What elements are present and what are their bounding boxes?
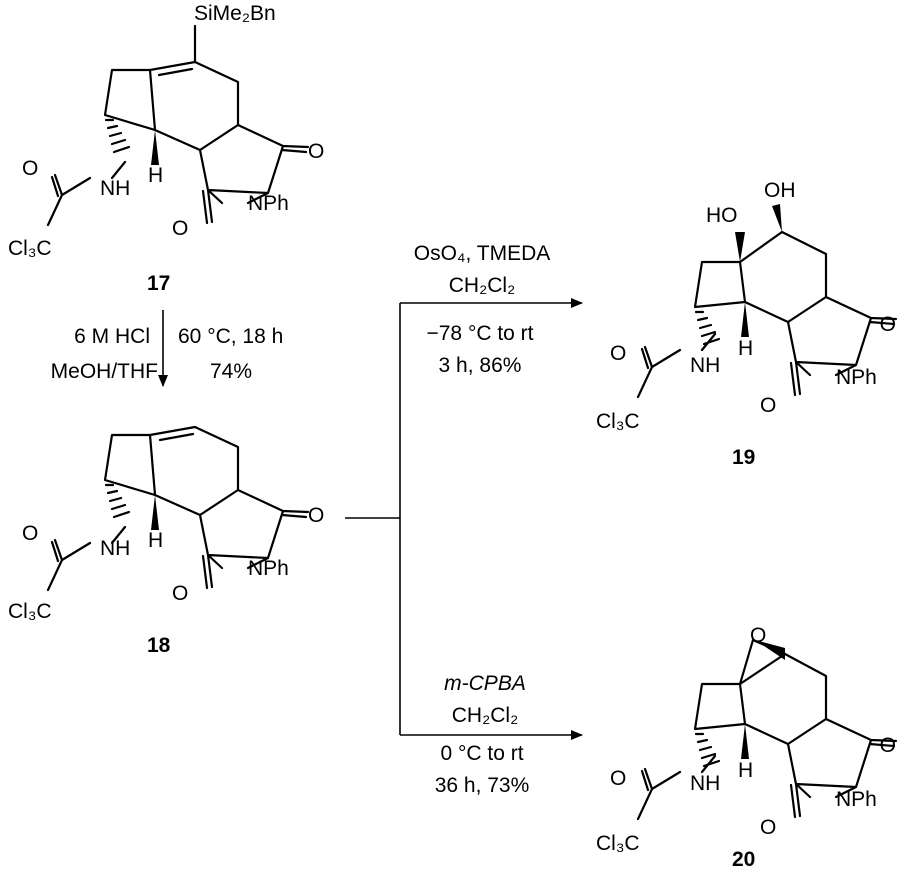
stereo-hash-19: [694, 310, 721, 346]
step1-condition-line2: 74%: [210, 360, 252, 383]
compound-19: HO OH NH H O Cl₃C O O NPh 19: [596, 179, 898, 469]
nh-label-20: NH: [690, 772, 720, 795]
nph-label-19: NPh: [836, 366, 877, 389]
structure-19-bonds: [636, 230, 898, 399]
structure-17-bonds: [46, 24, 310, 227]
stereo-hash-20: [694, 732, 721, 768]
amide-oxygen-label-19: O: [610, 342, 626, 365]
imide-oxygen-top-18: O: [308, 504, 324, 527]
nph-label-17: NPh: [248, 192, 289, 215]
nh-label-19: NH: [690, 354, 720, 377]
epoxide-oxygen-label: O: [750, 624, 766, 647]
compound-20: O NH H O Cl₃C O O NPh 20: [596, 624, 898, 871]
stereo-wedge-20-h: [741, 724, 749, 759]
h-label-17: H: [148, 164, 163, 187]
nph-label-20: NPh: [836, 788, 877, 811]
compound-number-20: 20: [732, 848, 755, 871]
structure-18-bonds: [46, 425, 310, 592]
compound-number-17: 17: [147, 272, 170, 295]
reaction-conditions-step3: m-CPBA CH₂Cl₂ 0 °C to rt 36 h, 73%: [435, 672, 530, 797]
stereo-wedge-20-epoxide: [755, 640, 785, 660]
trichloromethyl-label-18: Cl₃C: [8, 600, 52, 623]
step1-reagent-line1: 6 M HCl: [74, 325, 150, 348]
step2-condition-line2: 3 h, 86%: [439, 354, 522, 377]
imide-oxygen-top-17: O: [308, 140, 324, 163]
step1-condition-line1: 60 °C, 18 h: [178, 325, 283, 348]
step1-reagent-line2: MeOH/THF: [51, 360, 158, 383]
stereo-hash-17: [104, 118, 131, 154]
amide-oxygen-label-20: O: [610, 767, 626, 790]
imide-oxygen-bottom-20: O: [760, 816, 776, 839]
trichloromethyl-label-19: Cl₃C: [596, 410, 640, 433]
imide-oxygen-bottom-19: O: [760, 394, 776, 417]
step3-reagent-line1: m-CPBA: [444, 672, 526, 695]
compound-18: NH H O Cl₃C O O NPh 18: [8, 425, 324, 657]
step2-condition-line1: −78 °C to rt: [426, 322, 533, 345]
imide-oxygen-top-20: O: [880, 734, 896, 757]
oh-label: OH: [764, 179, 796, 202]
reaction-arrow-step1: 6 M HCl MeOH/THF 60 °C, 18 h 74%: [51, 310, 283, 387]
step3-condition-line2: 36 h, 73%: [435, 774, 530, 797]
stereo-wedge-19-h: [741, 302, 749, 337]
imide-oxygen-bottom-17: O: [172, 217, 188, 240]
nph-label-18: NPh: [248, 557, 289, 580]
nh-label-17: NH: [100, 177, 130, 200]
branched-arrows: [345, 298, 583, 740]
imide-oxygen-top-19: O: [880, 313, 896, 336]
stereo-wedge-19-ho: [735, 232, 745, 262]
nh-label-18: NH: [100, 537, 130, 560]
compound-number-19: 19: [732, 446, 755, 469]
stereo-wedge-19-oh: [772, 204, 782, 232]
h-label-18: H: [148, 529, 163, 552]
trichloromethyl-label-20: Cl₃C: [596, 832, 640, 855]
h-label-19: H: [738, 337, 753, 360]
ho-label: HO: [706, 204, 738, 227]
reaction-conditions-step2: OsO₄, TMEDA CH₂Cl₂ −78 °C to rt 3 h, 86%: [414, 242, 551, 377]
silyl-label: SiMe₂Bn: [194, 2, 276, 25]
step2-reagent-line1: OsO₄, TMEDA: [414, 242, 551, 265]
stereo-hash-18: [104, 483, 131, 519]
imide-oxygen-bottom-18: O: [172, 582, 188, 605]
amide-oxygen-label-18: O: [22, 522, 38, 545]
compound-number-18: 18: [147, 634, 171, 657]
step3-condition-line1: 0 °C to rt: [440, 742, 523, 765]
h-label-20: H: [738, 759, 753, 782]
compound-17: SiMe₂Bn NH H O Cl₃C O O NPh 17: [8, 2, 324, 295]
step2-reagent-line2: CH₂Cl₂: [449, 274, 515, 297]
trichloromethyl-label-17: Cl₃C: [8, 237, 52, 260]
amide-oxygen-label-17: O: [22, 157, 38, 180]
stereo-wedge-18: [151, 495, 159, 530]
stereo-wedge-17: [151, 130, 159, 165]
step3-reagent-line2: CH₂Cl₂: [452, 704, 518, 727]
